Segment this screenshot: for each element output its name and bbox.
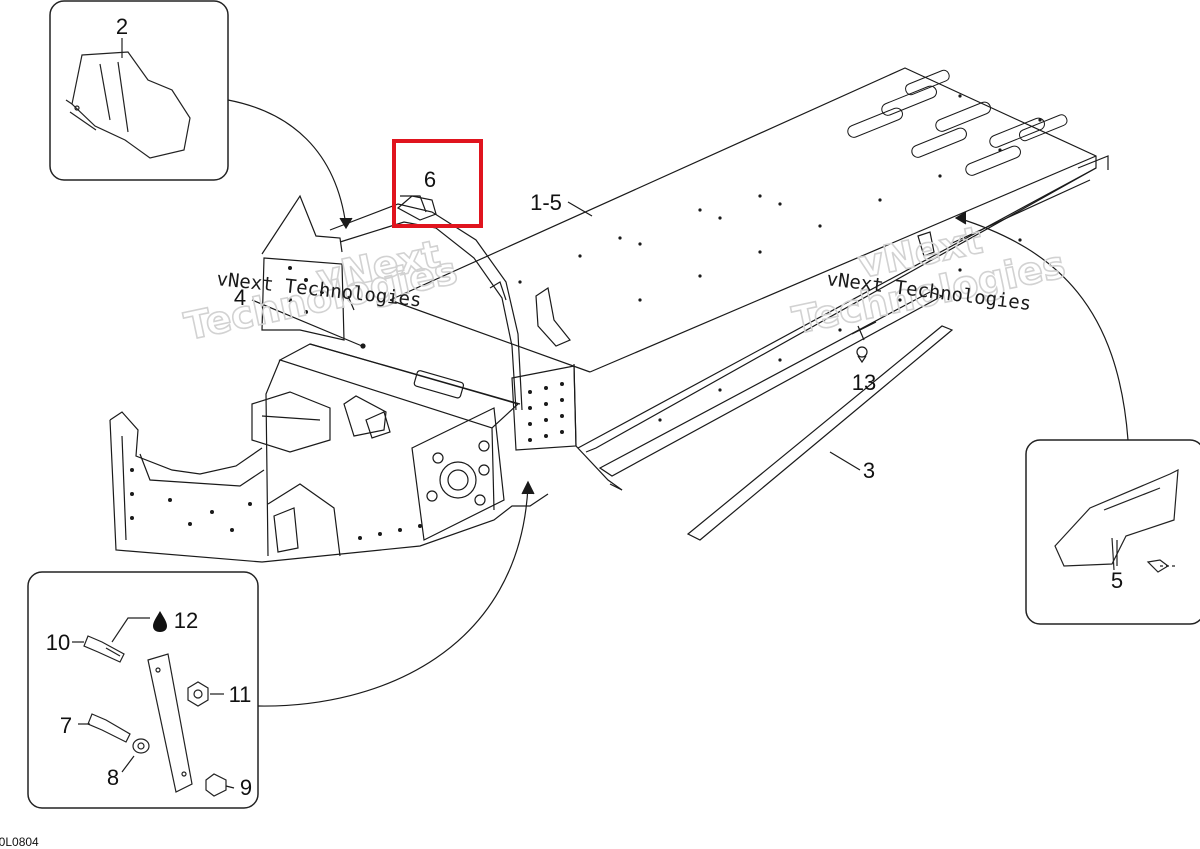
drawing-code: 80L0804 bbox=[0, 835, 39, 849]
callout-10: 10 bbox=[46, 630, 70, 655]
callout-2: 2 bbox=[116, 14, 128, 39]
callout-1-5: 1-5 bbox=[530, 190, 562, 215]
callout-9: 9 bbox=[240, 775, 252, 800]
callout-6: 6 bbox=[424, 167, 436, 192]
detail-inset-part-5 bbox=[1025, 439, 1200, 625]
callout-12: 12 bbox=[174, 608, 198, 633]
watermark: vNext Technologies vNext Technologies vN… bbox=[180, 217, 1070, 350]
callout-8: 8 bbox=[107, 765, 119, 790]
callout-4: 4 bbox=[234, 285, 246, 310]
detail-inset-part-2 bbox=[49, 0, 229, 181]
frame-assembly bbox=[109, 67, 1109, 563]
callout-labels: 2 6 1-5 4 13 3 5 12 10 11 7 8 9 bbox=[46, 14, 1123, 800]
callout-7: 7 bbox=[60, 713, 72, 738]
leader-lines bbox=[227, 99, 1129, 707]
callout-13: 13 bbox=[852, 370, 876, 395]
oil-drop-icon bbox=[153, 611, 167, 632]
highlight-box-part-6 bbox=[392, 139, 483, 228]
detail-inset-fasteners bbox=[27, 571, 259, 809]
callout-5: 5 bbox=[1111, 568, 1123, 593]
callout-11: 11 bbox=[229, 682, 252, 707]
callout-3: 3 bbox=[863, 458, 875, 483]
